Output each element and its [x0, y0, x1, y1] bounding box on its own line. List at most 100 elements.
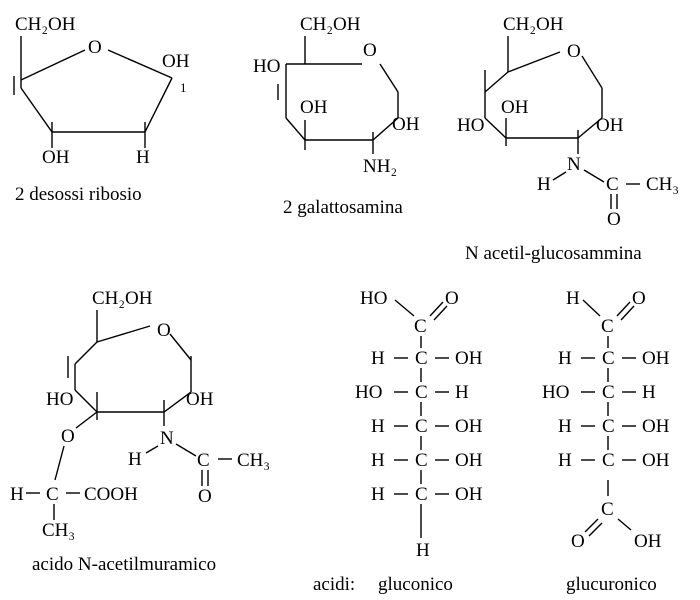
muramic-o-acetyl: O — [198, 486, 212, 507]
muramic-ch2oh-label: CH₂OH — [92, 288, 153, 309]
muramic-h-n: H — [128, 449, 142, 470]
bond — [588, 522, 603, 537]
bond — [145, 445, 159, 454]
muramic-oh-right: OH — [186, 389, 214, 410]
bond — [394, 299, 415, 317]
fischer-left-label: H — [371, 348, 385, 369]
bond — [96, 325, 151, 343]
deoxyribose-oh-bottom: OH — [42, 147, 70, 168]
galactosamine-ring-oxygen: O — [363, 40, 377, 61]
bond — [144, 77, 173, 133]
fischer-right-label: OH — [642, 348, 670, 369]
acetylglucosamine-ring-oxygen: O — [567, 41, 581, 62]
bond — [169, 333, 192, 361]
fischer-carbon-label: C — [415, 416, 428, 437]
fischer-left-label: H — [371, 416, 385, 437]
fischer-left-label: H — [371, 450, 385, 471]
galactosamine-ho-left: HO — [253, 56, 280, 77]
acids-label: acidi: — [313, 574, 355, 595]
acetylglucosamine-o: O — [607, 209, 621, 230]
bond — [583, 169, 605, 183]
fischer-right-label: OH — [642, 450, 670, 471]
bond — [163, 391, 192, 413]
glucuronic-top-h: H — [566, 288, 580, 309]
fischer-left-label: H — [558, 348, 572, 369]
fischer-right-label: OH — [642, 416, 670, 437]
galactosamine-caption: 2 galattosamina — [283, 197, 403, 218]
bond — [507, 51, 561, 73]
acetylglucosamine-ho-left: HO — [457, 115, 484, 136]
fischer-right-label: OH — [455, 484, 483, 505]
gluconic-top-c: C — [414, 316, 427, 337]
fischer-right-label: H — [642, 382, 656, 403]
bond — [616, 301, 631, 317]
bond — [433, 305, 448, 321]
acetylglucosamine-ch2oh-label: CH₂OH — [503, 14, 564, 35]
acetylglucosamine-structure: CH₂OH O HO OH OH N H C CH₃ O N acetil-gl… — [457, 14, 679, 264]
muramic-caption: acido N-acetilmuramico — [32, 554, 216, 575]
fischer-left-label: H — [558, 416, 572, 437]
gluconic-caption: gluconico — [378, 574, 453, 595]
deoxyribose-ch2oh-label: CH₂OH — [15, 14, 76, 35]
acetylglucosamine-h: H — [537, 174, 551, 195]
deoxyribose-oh-right: OH — [162, 51, 190, 72]
glucuronic-bottom-oh: OH — [634, 531, 662, 552]
fischer-carbon-label: C — [415, 484, 428, 505]
muramic-ch3-acetyl: CH₃ — [237, 450, 270, 471]
fischer-carbon-label: C — [602, 450, 615, 471]
bond — [285, 117, 306, 141]
bond — [372, 117, 399, 141]
muramic-ho-left: HO — [46, 389, 73, 410]
muramic-c-lactyl: C — [46, 484, 59, 505]
bond — [581, 55, 603, 89]
bond — [175, 443, 197, 457]
fischer-carbon-label: C — [602, 348, 615, 369]
fischer-carbon-label: C — [602, 416, 615, 437]
gluconic-top-o: O — [445, 288, 459, 309]
muramic-n: N — [160, 428, 174, 449]
bond — [484, 71, 509, 93]
muramic-cooh: COOH — [84, 484, 138, 505]
bond — [107, 49, 173, 79]
muramic-ring-oxygen: O — [157, 320, 171, 341]
deoxyribose-structure: CH₂OH O OH 1 OH H 2 desossi ribosio — [13, 14, 190, 205]
fischer-right-label: OH — [455, 450, 483, 471]
gluconic-bottom-h: H — [416, 540, 430, 561]
galactosamine-structure: CH₂OH O HO OH OH NH₂ 2 galattosamina — [253, 14, 420, 218]
glucuronic-bottom-o: O — [571, 531, 585, 552]
galactosamine-nh2: NH₂ — [363, 156, 397, 177]
bond — [20, 87, 53, 133]
glucuronic-top-c: C — [601, 316, 614, 337]
bond — [552, 171, 567, 181]
muramic-ch3-lactyl: CH₃ — [42, 520, 75, 541]
acetylglucosamine-ch3: CH₃ — [646, 174, 679, 195]
fischer-carbon-label: C — [602, 382, 615, 403]
bond — [74, 389, 98, 413]
fischer-right-label: OH — [455, 416, 483, 437]
bond — [577, 117, 603, 139]
fischer-left-label: H — [558, 450, 572, 471]
acetylglucosamine-n: N — [567, 154, 581, 175]
fischer-carbon-label: C — [415, 348, 428, 369]
acetylglucosamine-oh-right: OH — [596, 115, 624, 136]
glucuronic-bottom-c: C — [601, 499, 614, 520]
galactosamine-ch2oh-label: CH₂OH — [300, 14, 361, 35]
deoxyribose-caption: 2 desossi ribosio — [15, 184, 142, 205]
muramic-h-lactyl: H — [10, 484, 24, 505]
bond — [74, 341, 98, 365]
bond — [584, 518, 599, 533]
deoxyribose-h-bottom: H — [136, 147, 150, 168]
fischer-right-label: H — [455, 382, 469, 403]
bond — [429, 301, 444, 317]
acetylglucosamine-c: C — [606, 174, 619, 195]
gluconic-top-ho: HO — [360, 288, 387, 309]
fischer-left-label: HO — [542, 382, 569, 403]
bond — [484, 117, 507, 139]
deoxyribose-c1-label: 1 — [180, 80, 187, 95]
glucuronic-caption: glucuronico — [566, 574, 657, 595]
glucuronic-top-o: O — [632, 288, 646, 309]
